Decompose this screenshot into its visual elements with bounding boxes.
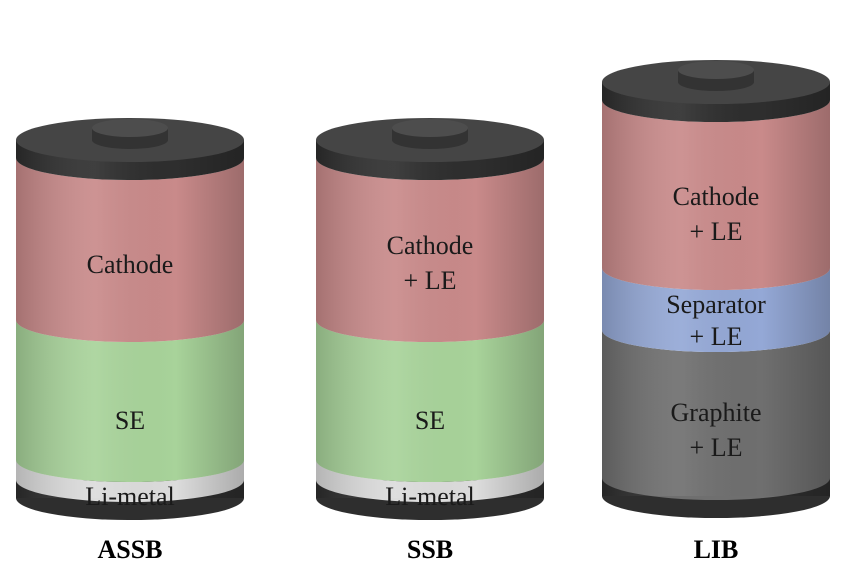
layer-label-cathode: Cathode (87, 250, 174, 279)
layer-label-se: SE (415, 406, 445, 435)
layer-label-graphite-le: + LE (690, 433, 743, 462)
terminal-cap (392, 119, 468, 137)
layer-label-cathode: Cathode (673, 182, 760, 211)
caption-assb: ASSB (97, 535, 162, 564)
terminal-cap (92, 119, 168, 137)
battery-cell-assb: Cathode SE Li-metal ASSB (16, 118, 244, 564)
caption-lib: LIB (694, 535, 739, 564)
layer-label-li-metal: Li-metal (85, 482, 175, 511)
battery-cell-lib: Cathode + LE Separator + LE Graphite + L… (602, 60, 830, 564)
layer-label-li-metal: Li-metal (385, 482, 475, 511)
cell-shading (602, 82, 830, 496)
layer-label-separator-le: + LE (690, 322, 743, 351)
layer-label-cathode-le: + LE (404, 266, 457, 295)
cell-shading (316, 140, 544, 498)
layer-label-se: SE (115, 406, 145, 435)
battery-cell-ssb: Cathode + LE SE Li-metal SSB (316, 118, 544, 564)
layer-label-cathode-le: + LE (690, 217, 743, 246)
caption-ssb: SSB (407, 535, 453, 564)
layer-label-separator: Separator (666, 290, 766, 319)
layer-label-cathode: Cathode (387, 231, 474, 260)
terminal-cap (678, 61, 754, 79)
cell-shading (16, 140, 244, 498)
layer-label-graphite: Graphite (671, 398, 762, 427)
